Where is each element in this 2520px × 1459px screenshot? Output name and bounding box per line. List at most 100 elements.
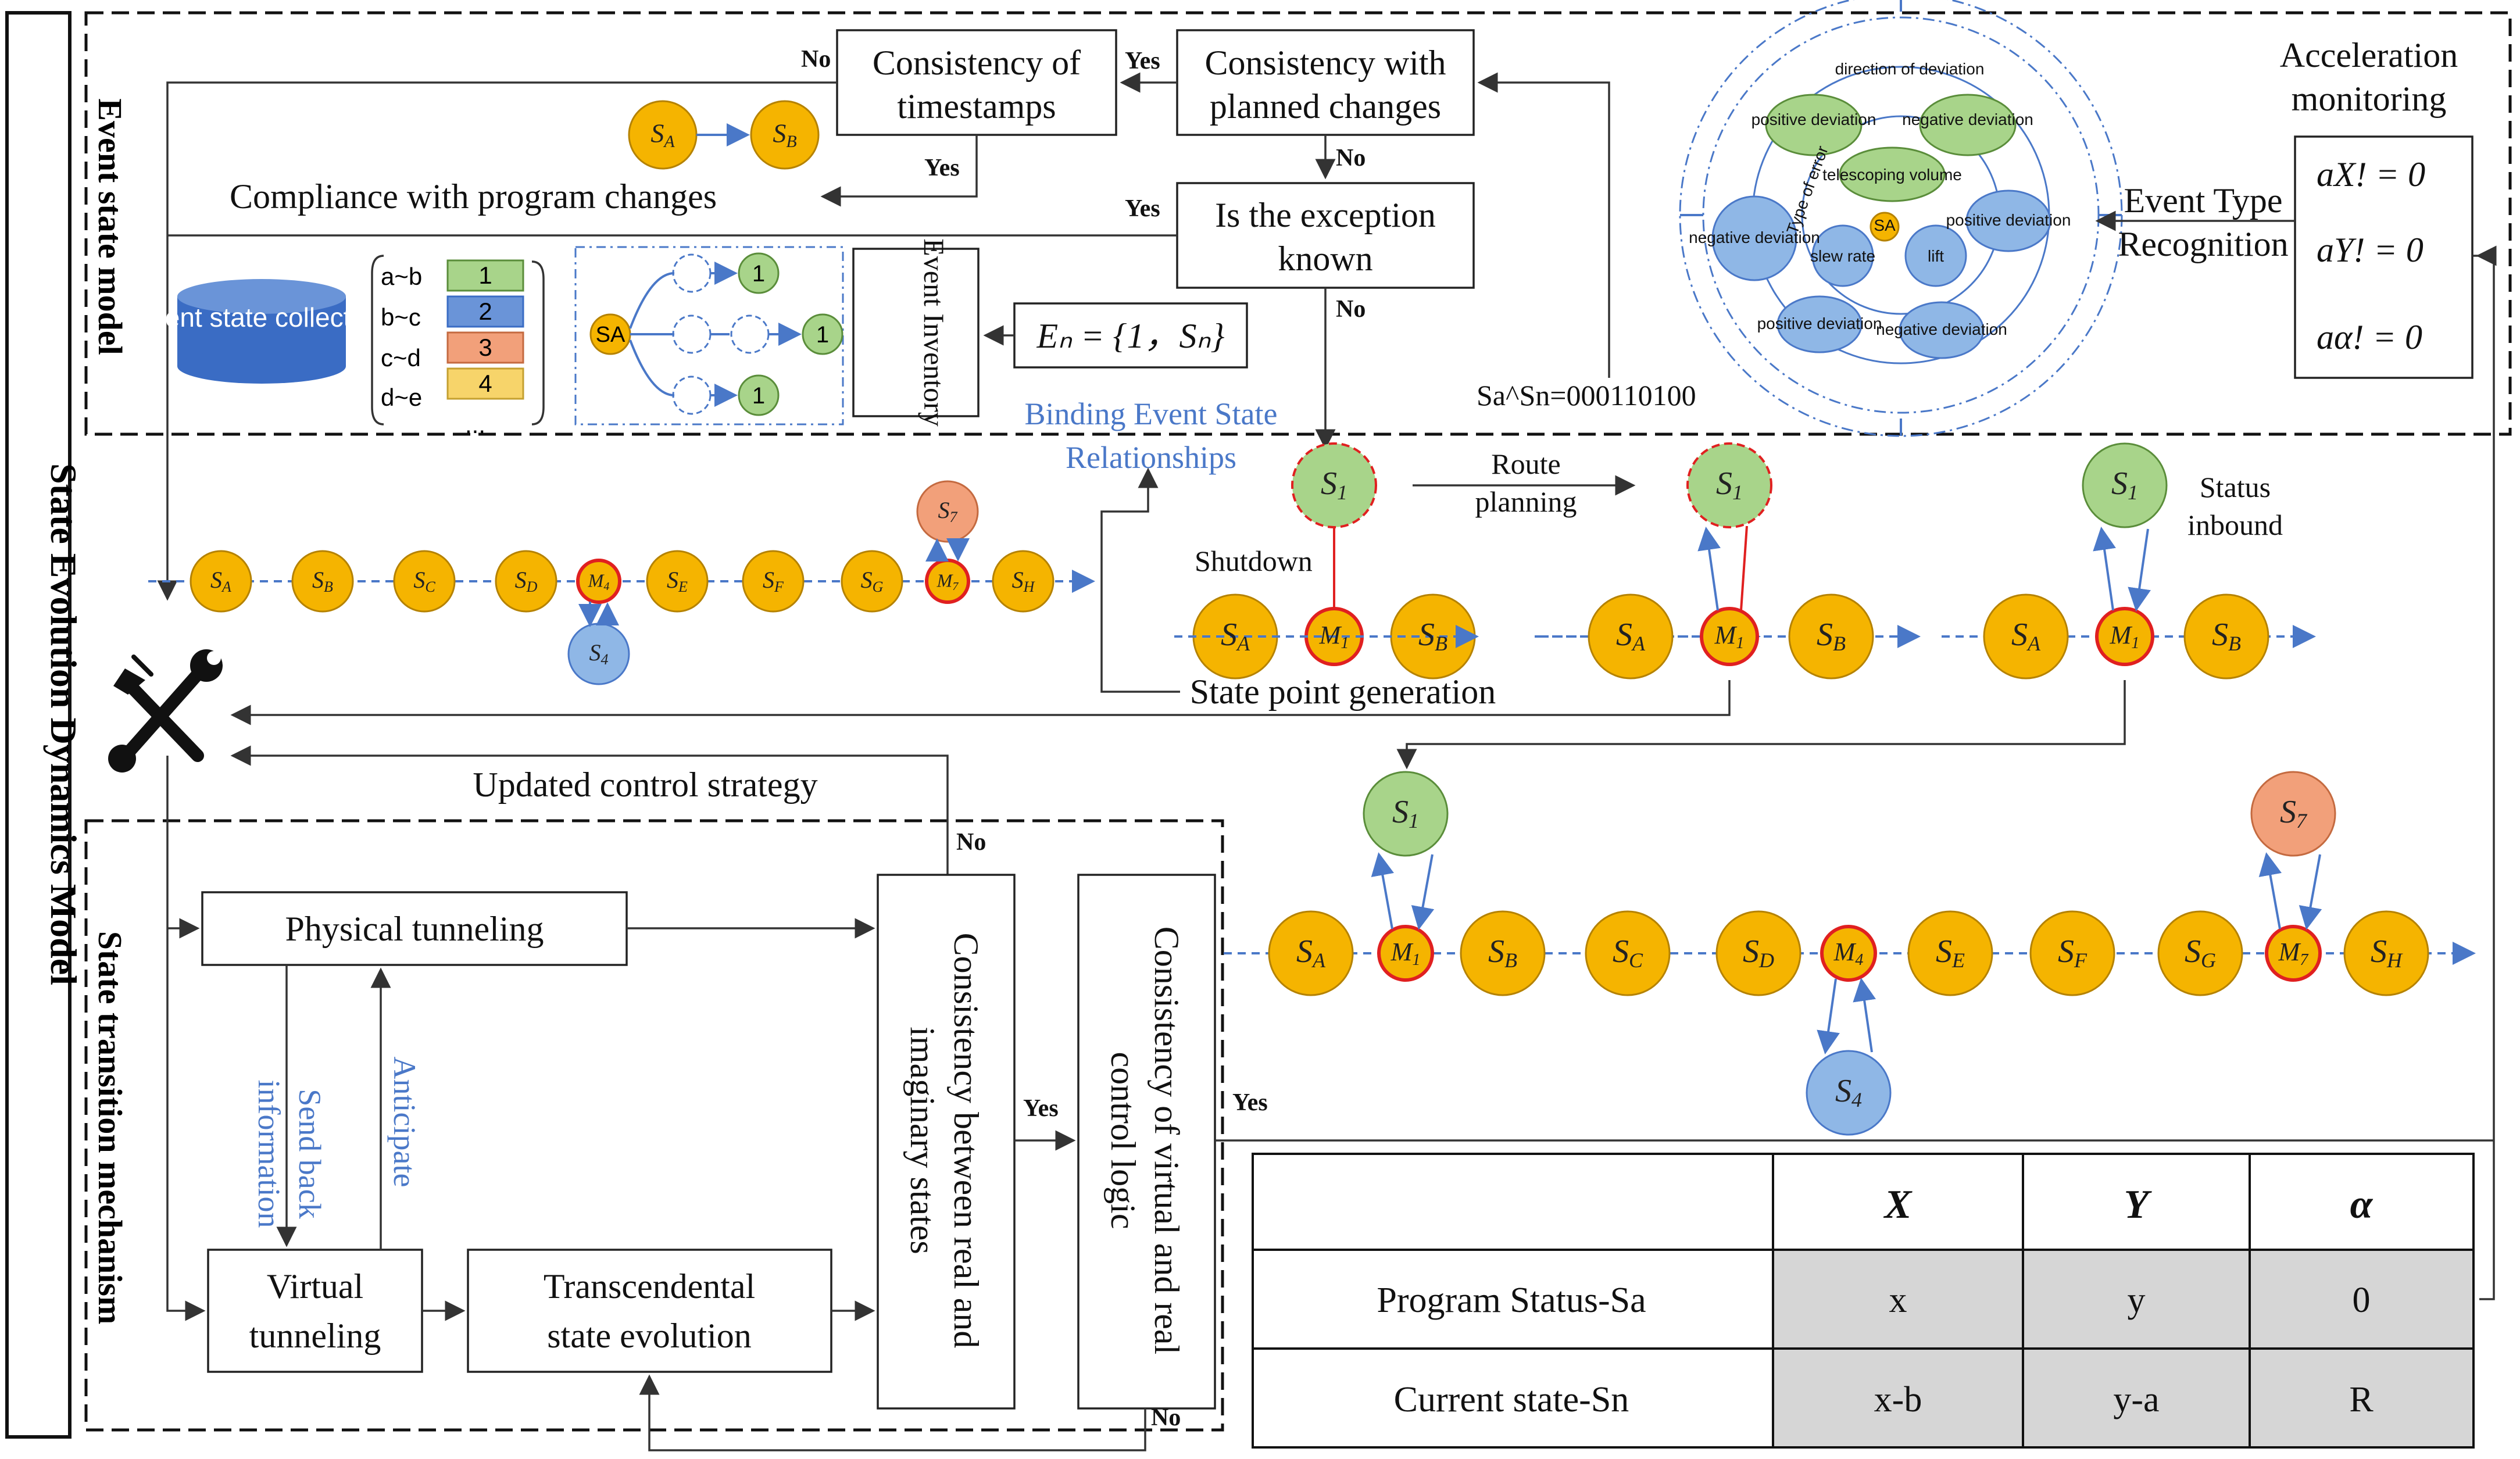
table-row2-label: Current state-Sn	[1394, 1380, 1629, 1419]
status-inbound-line1: Status	[2200, 471, 2271, 503]
acceleration-title-2: monitoring	[2292, 80, 2447, 118]
shutdown-label: Shutdown	[1195, 545, 1313, 577]
consistency-control-line1: Consistency of virtual and real	[1148, 927, 1186, 1354]
send-back-line2: information	[252, 1080, 287, 1228]
svg-text:M7: M7	[2278, 938, 2309, 969]
range-d-e: d~e	[381, 384, 422, 411]
yes-label-4: Yes	[1023, 1095, 1059, 1122]
title-frame	[5, 11, 72, 1439]
event-state-collection-cylinder	[177, 279, 346, 384]
svg-text:S1: S1	[1392, 794, 1419, 832]
recognition-line1: Event Type	[2124, 181, 2283, 220]
consistency-control-line2: control logic	[1104, 1052, 1142, 1229]
range-value-1: 1	[478, 262, 492, 289]
acceleration-title-1: Acceleration	[2280, 36, 2458, 74]
svg-text:SF: SF	[763, 567, 784, 595]
event-graph-route	[1540, 442, 1921, 680]
state-node-sb-top	[750, 100, 820, 170]
transcendental-line1: Transcendental	[544, 1267, 755, 1306]
tree-leaf-2: 1	[816, 322, 829, 348]
svg-text:SD: SD	[1743, 934, 1774, 972]
state-transition-label: State transition mechanism	[91, 931, 129, 1325]
graph2-to-tool-arrow	[230, 680, 1731, 725]
wheel-center-label: SA	[1874, 216, 1896, 234]
consistency-planned-line1: Consistency with	[1205, 44, 1446, 82]
wheel-direction-label: direction of deviation	[1835, 60, 1985, 78]
event-state-model-frame	[84, 11, 2512, 436]
consistency-real-imag-line1: Consistency between real and	[947, 933, 985, 1349]
consistency-planned-line2: planned changes	[1210, 87, 1441, 126]
table-row1-alpha: 0	[2353, 1281, 2371, 1320]
recognition-line2: Recognition	[2118, 225, 2288, 263]
consistency-timestamps-line1: Consistency of	[873, 44, 1081, 82]
event-state-model-label: Event state model	[91, 98, 129, 355]
physical-tunneling-label: Physical tunneling	[285, 910, 544, 948]
consistency-real-imag-line2: imaginary states	[903, 1027, 942, 1254]
updated-strategy-arrow	[230, 745, 949, 875]
route-planning-line1: Route	[1491, 448, 1560, 480]
wheel-node-8: positive deviation	[1757, 314, 1882, 332]
virtual-tunneling-box	[207, 1249, 423, 1373]
table-row1-x: x	[1889, 1281, 1907, 1320]
state-transition-frame	[84, 819, 1224, 1432]
event-formula: Eₙ = {1，Sₙ}	[1036, 317, 1225, 355]
updated-control-strategy-label: Updated control strategy	[473, 766, 817, 804]
wheel-node-7: positive deviation	[1946, 211, 2071, 229]
compliance-label: Compliance with program changes	[230, 177, 717, 216]
range-bracket-right	[531, 260, 545, 425]
control-no-feedback-arrow	[639, 1374, 1146, 1451]
no-label-2: No	[1336, 145, 1366, 171]
chain1-labels: SA SB SC SD M4 SE SF SG M7 SH S4 S7	[210, 497, 1035, 668]
state-table	[1252, 1153, 2475, 1449]
wheel-node-6: lift	[1928, 247, 1944, 265]
yes-label-3: Yes	[1125, 195, 1160, 222]
transcendental-box	[467, 1249, 832, 1373]
tree-leaf-1: 1	[752, 261, 765, 287]
svg-text:S7: S7	[938, 497, 958, 525]
wrench-screwdriver-icon	[108, 649, 223, 773]
binding-line1: Binding Event State	[1025, 396, 1278, 431]
wheel-node-4: negative deviation	[1689, 228, 1820, 246]
timestamps-no-arrow	[157, 81, 837, 601]
range-a-b: a~b	[381, 263, 422, 290]
anticipate-label: Anticipate	[387, 1057, 422, 1188]
table-header-x: X	[1883, 1182, 1913, 1227]
consistency-timestamps-line2: timestamps	[897, 87, 1056, 126]
event-inventory-label: Event Inventory	[918, 238, 950, 427]
range-value-4: 4	[478, 370, 492, 397]
wheel-node-1: positive deviation	[1752, 110, 1876, 128]
event-graph-labels: SA M1 SB S1 SA M1 SB S1 SA M1 SB S1	[1221, 466, 2241, 655]
yes-label-2: Yes	[924, 155, 960, 181]
xor-text: Sa^Sn=000110100	[1477, 379, 1696, 412]
deviation-wheel	[1679, 0, 2123, 437]
wheel-node-9: negative deviation	[1876, 320, 2007, 338]
range-c-d: c~d	[381, 344, 421, 371]
yes-label-5: Yes	[1232, 1089, 1268, 1116]
table-row2-alpha: R	[2349, 1380, 2374, 1419]
wheel-node-3: telescoping volume	[1822, 166, 1962, 184]
event-inventory-box	[852, 248, 980, 417]
collection-label: event state collection	[137, 302, 387, 332]
consistency-timestamps-box	[836, 29, 1117, 136]
chain2-nodes	[1268, 771, 2429, 1136]
range-bracket	[371, 255, 384, 425]
yes-label-1: Yes	[1125, 48, 1160, 74]
svg-text:S4: S4	[589, 639, 609, 668]
range-b-c: b~c	[381, 303, 421, 331]
table-header-alpha: α	[2350, 1182, 2374, 1227]
timestamps-yes-arrow	[820, 135, 978, 207]
range-stack	[446, 259, 524, 400]
transcendental-line2: state evolution	[547, 1317, 752, 1355]
table-row1-label: Program Status-Sa	[1377, 1281, 1646, 1320]
physical-tunneling-box	[201, 891, 628, 966]
table-header-y: Y	[2124, 1182, 2153, 1227]
diagram-title: State Evolution Dynamics Model	[43, 463, 84, 985]
exception-known-box	[1176, 182, 1475, 289]
chain1-nodes	[190, 480, 1055, 685]
exception-known-line1: Is the exception	[1215, 196, 1436, 234]
tool-to-virtual-arrow	[166, 756, 206, 1321]
graph3-to-bottom-arrow	[1396, 680, 2126, 770]
svg-text:S7: S7	[2280, 794, 2308, 832]
event-graph-inbound	[1942, 442, 2316, 680]
consistency-real-imag-box	[877, 874, 1016, 1410]
